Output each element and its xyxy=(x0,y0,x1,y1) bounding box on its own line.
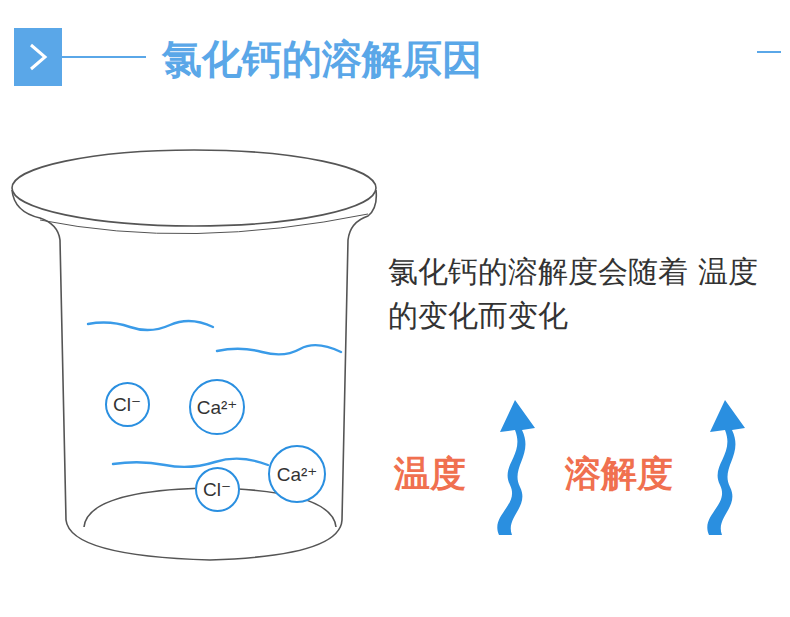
title-badge xyxy=(14,28,62,86)
ion-symbol: Ca²⁺ xyxy=(197,396,238,419)
ion-symbol: Cl⁻ xyxy=(113,393,141,416)
title: 氯化钙的溶解原因 xyxy=(162,32,482,87)
ion-circle: Cl⁻ xyxy=(195,467,240,512)
beaker xyxy=(12,150,376,560)
up-arrow xyxy=(497,400,745,535)
axis-word: 溶解度 xyxy=(565,450,673,499)
note-text: 氯化钙的溶解度会随着 温度的变化而变化 xyxy=(388,250,758,337)
title-rule xyxy=(757,51,781,53)
ion-circle: Cl⁻ xyxy=(105,382,150,427)
ion-circle: Ca²⁺ xyxy=(268,445,326,503)
axis-word: 温度 xyxy=(394,450,466,499)
ion-symbol: Cl⁻ xyxy=(203,478,231,501)
ion-circle: Ca²⁺ xyxy=(189,379,245,435)
ion-symbol: Ca²⁺ xyxy=(277,463,318,486)
title-rule xyxy=(62,56,146,58)
chevron xyxy=(31,45,45,69)
